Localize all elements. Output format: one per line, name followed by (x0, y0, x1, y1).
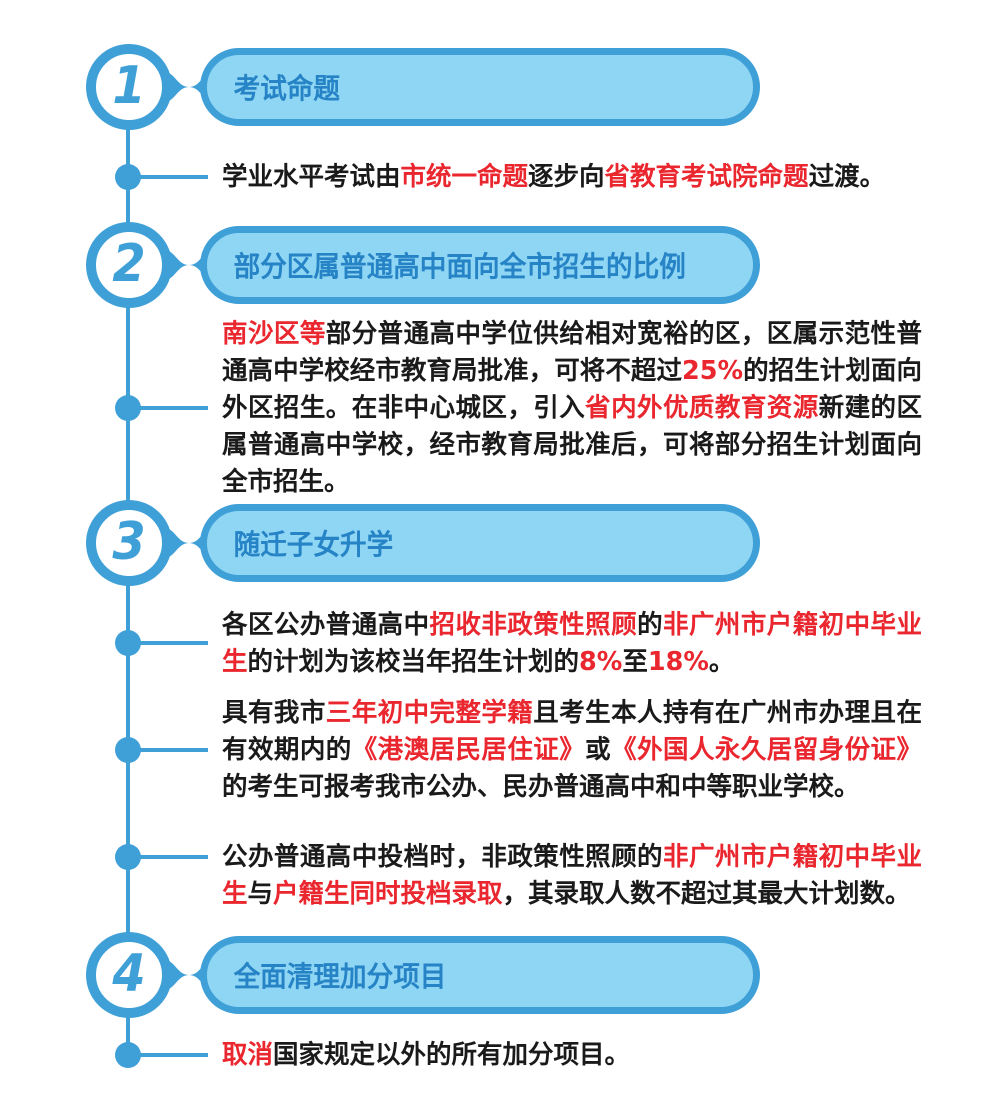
timeline-stem-3-3 (128, 855, 208, 859)
section-title-pill-2: 部分区属普通高中面向全市招生的比例 (200, 226, 760, 304)
section-number-4: 4 (112, 944, 146, 1004)
body-text: 。 (708, 647, 735, 677)
body-text: 学业水平考试由 (222, 162, 401, 192)
highlight-text: 三年初中完整学籍 (325, 698, 534, 728)
section-number-circle-3: 3 (86, 500, 172, 586)
timeline-spine-3 (126, 578, 130, 948)
body-text: 国家规定以外的所有加分项目。 (273, 1040, 631, 1070)
body-text: 的招生计划面向外区招生。在非中心城区，引入 (222, 356, 922, 423)
timeline-stem-1-1 (128, 175, 208, 179)
body-text: 的计划为该校当年招生计划的 (247, 647, 580, 677)
section-number-circle-2: 2 (86, 222, 172, 308)
highlight-text: 18% (647, 647, 709, 677)
section-title-pill-3: 随迁子女升学 (200, 504, 760, 582)
highlight-text: 8% (579, 647, 623, 677)
body-text: 至 (622, 647, 648, 677)
paragraph-3-3: 公办普通高中投档时，非政策性照顾的非广州市户籍初中毕业生与户籍生同时投档录取，其… (222, 839, 922, 913)
highlight-text: 《港澳居民居住证》 (351, 735, 586, 765)
body-text: ，其录取人数不超过其最大计划数。 (502, 879, 911, 909)
timeline-stem-4-1 (128, 1053, 208, 1057)
body-text: 或 (585, 735, 612, 765)
highlight-text: 非广州市户籍初中毕业生 (222, 610, 922, 677)
body-text: 部分普通高中学位供给相对宽裕的区，区属示范性普通高中学校经市教育局批准，可将不超… (222, 319, 922, 386)
section-number-3: 3 (112, 512, 146, 572)
paragraph-3-1: 各区公办普通高中招收非政策性照顾的非广州市户籍初中毕业生的计划为该校当年招生计划… (222, 607, 922, 681)
section-title-1: 考试命题 (233, 72, 341, 105)
highlight-text: 《外国人永久居留身份证》 (611, 735, 922, 765)
paragraph-1-1: 学业水平考试由市统一命题逐步向省教育考试院命题过渡。 (222, 159, 922, 196)
section-header-3: 3 随迁子女升学 (0, 500, 1000, 590)
timeline-stem-3-2 (128, 748, 208, 752)
section-header-4: 4 全面清理加分项目 (0, 932, 1000, 1022)
section-number-circle-1: 1 (86, 44, 172, 130)
highlight-text: 省教育考试院命题 (604, 162, 809, 192)
body-text: 各区公办普通高中 (222, 610, 430, 640)
body-text: 的考生可报考我市公办、民办普通高中和中等职业学校。 (222, 772, 860, 802)
section-title-3: 随迁子女升学 (233, 528, 394, 561)
timeline-stem-2-1 (128, 406, 208, 410)
highlight-text: 非广州市户籍初中毕业生 (222, 842, 922, 909)
highlight-text: 市统一命题 (400, 162, 529, 192)
section-header-1: 1 考试命题 (0, 44, 1000, 134)
highlight-text: 取消 (222, 1040, 274, 1070)
section-title-pill-4: 全面清理加分项目 (200, 936, 760, 1014)
paragraph-2-1: 南沙区等部分普通高中学位供给相对宽裕的区，区属示范性普通高中学校经市教育局批准，… (222, 316, 922, 501)
section-number-circle-4: 4 (86, 932, 172, 1018)
body-text: 新建的区属普通高中学校，经市教育局批准后，可将部分招生计划面向全市招生。 (222, 393, 922, 497)
section-title-pill-1: 考试命题 (200, 48, 760, 126)
paragraph-4-1: 取消国家规定以外的所有加分项目。 (222, 1037, 922, 1074)
body-text: 公办普通高中投档时，非政策性照顾的 (222, 842, 663, 872)
body-text: 且考生本人持有在广州市办理且在有效期内的 (222, 698, 922, 765)
highlight-text: 25% (682, 356, 744, 386)
section-title-4: 全面清理加分项目 (233, 960, 447, 993)
section-header-2: 2 部分区属普通高中面向全市招生的比例 (0, 222, 1000, 312)
timeline-stem-3-1 (128, 641, 208, 645)
highlight-text: 省内外优质教育资源 (585, 393, 819, 423)
highlight-text: 南沙区等 (222, 319, 326, 349)
body-text: 过渡。 (808, 162, 886, 192)
body-text: 逐步向 (528, 162, 605, 192)
highlight-text: 户籍生同时投档录取 (273, 879, 503, 909)
highlight-text: 招收非政策性照顾 (429, 610, 638, 640)
section-number-1: 1 (112, 56, 146, 116)
section-title-2: 部分区属普通高中面向全市招生的比例 (233, 250, 686, 283)
section-number-2: 2 (112, 234, 146, 294)
timeline-spine-4 (126, 1008, 130, 1055)
body-text: 与 (247, 879, 274, 909)
paragraph-3-2: 具有我市三年初中完整学籍且考生本人持有在广州市办理且在有效期内的《港澳居民居住证… (222, 695, 922, 806)
body-text: 具有我市 (222, 698, 326, 728)
body-text: 的 (637, 610, 664, 640)
